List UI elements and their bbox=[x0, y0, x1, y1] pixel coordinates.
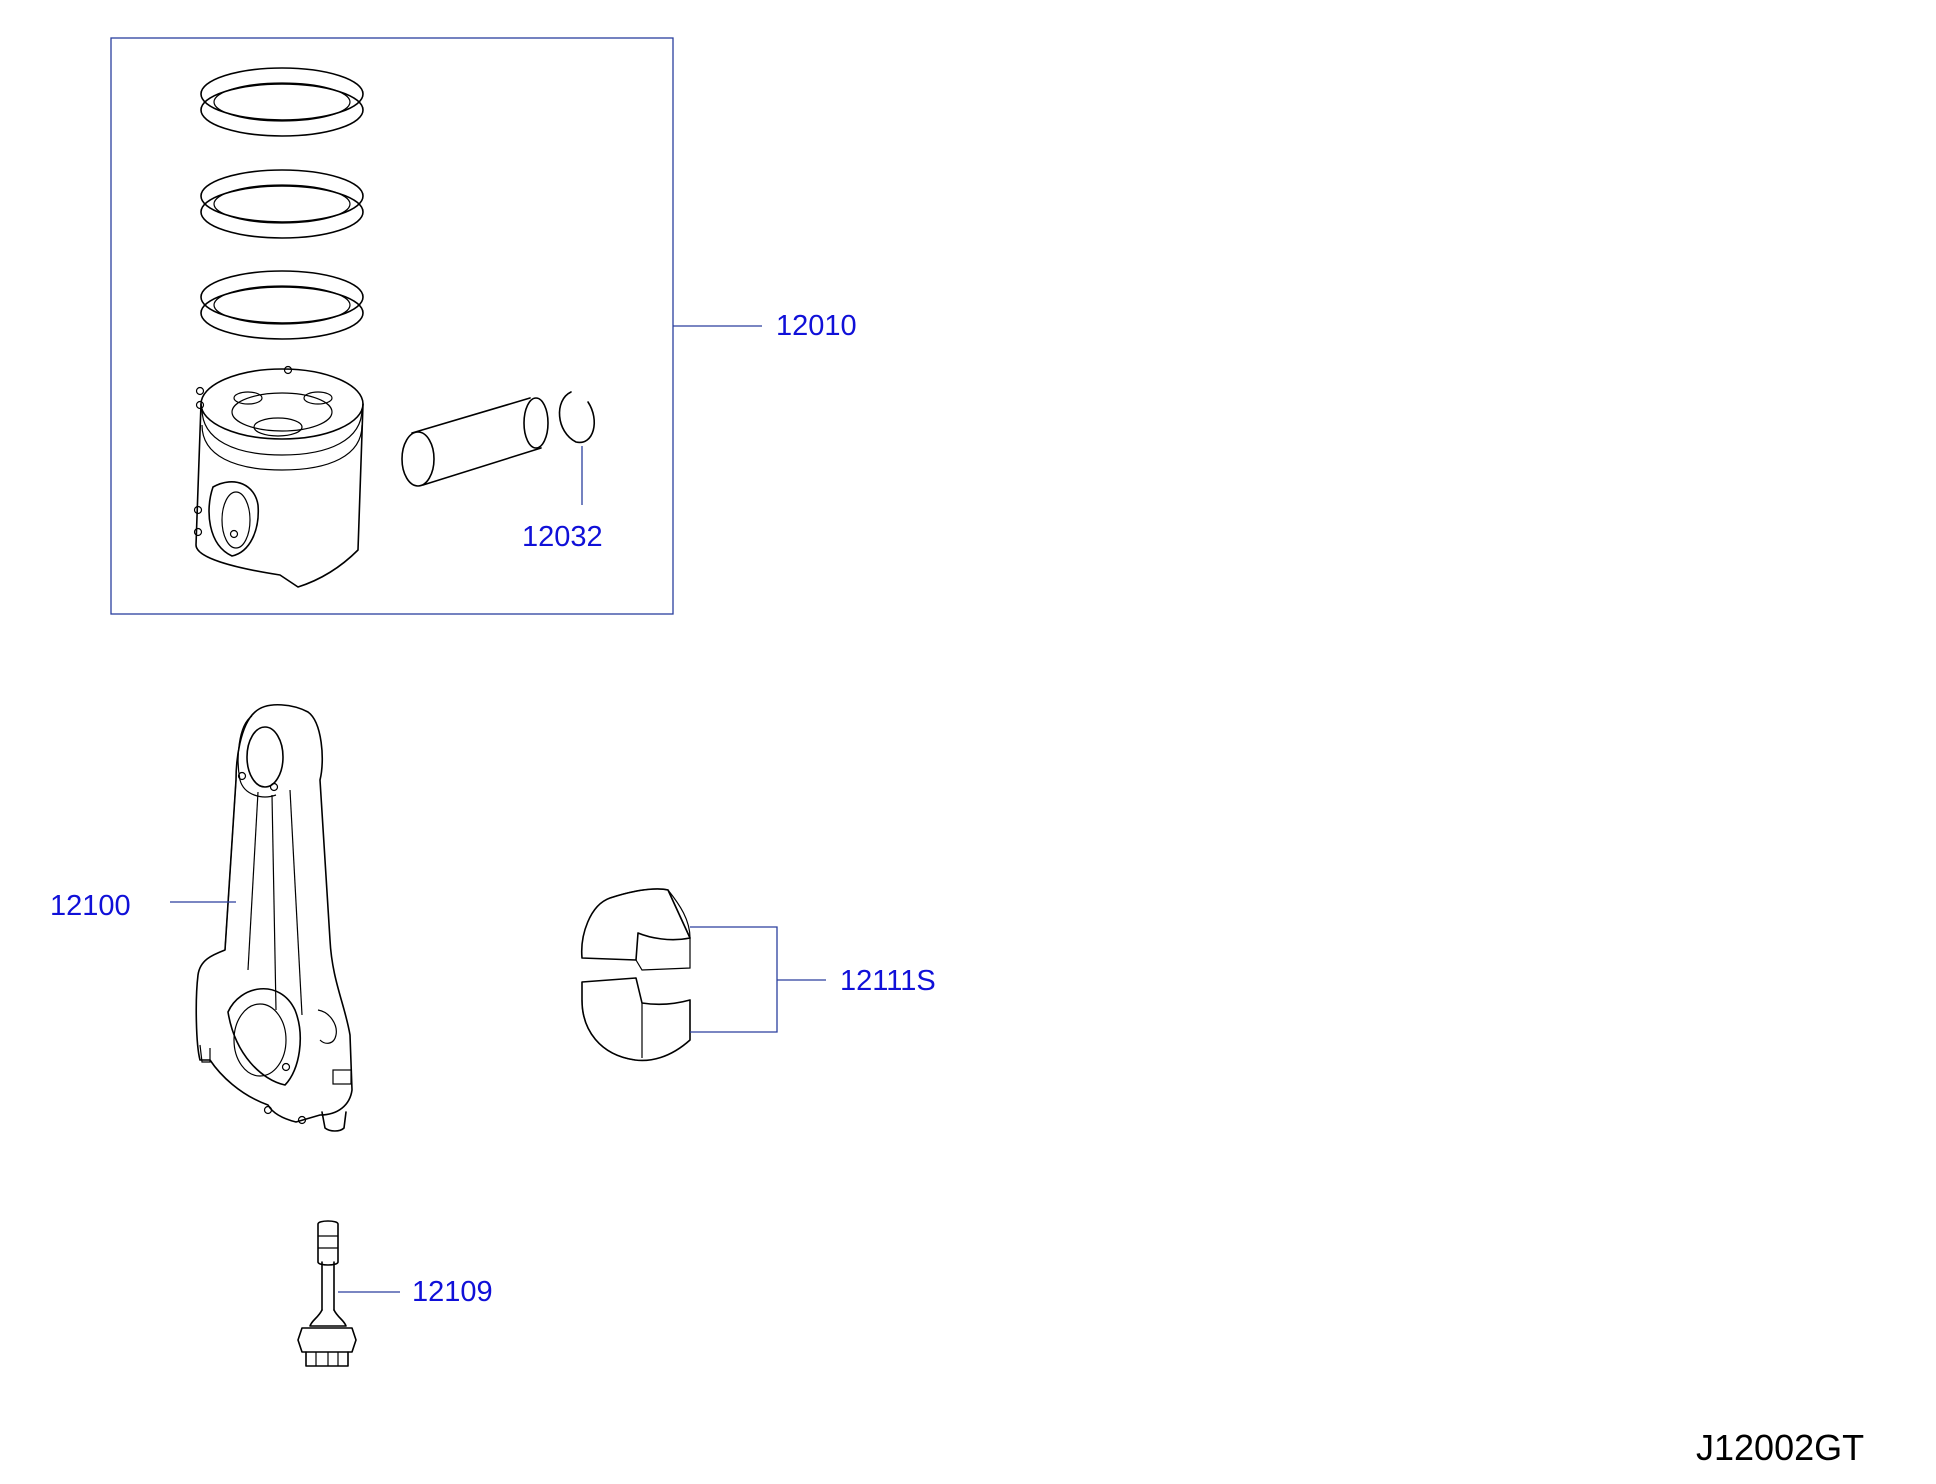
piston-ring-top bbox=[200, 67, 364, 137]
label-12111s[interactable]: 12111S bbox=[840, 965, 936, 997]
connecting-rod-bolt bbox=[297, 1220, 357, 1367]
bearing-lower-shell bbox=[581, 977, 691, 1062]
label-12100[interactable]: 12100 bbox=[50, 890, 131, 922]
label-12010[interactable]: 12010 bbox=[776, 310, 857, 342]
connecting-rod bbox=[195, 704, 353, 1132]
piston-ring-oil bbox=[200, 270, 364, 340]
label-12109[interactable]: 12109 bbox=[412, 1276, 493, 1308]
piston bbox=[193, 365, 364, 588]
bearing-upper-shell bbox=[580, 888, 691, 971]
snap-ring bbox=[558, 391, 596, 444]
piston-ring-second bbox=[200, 169, 364, 239]
diagram-code: J12002GT bbox=[1696, 1427, 1865, 1468]
label-12032[interactable]: 12032 bbox=[522, 521, 603, 553]
leader-12111s bbox=[690, 926, 826, 1033]
piston-pin bbox=[401, 397, 549, 487]
